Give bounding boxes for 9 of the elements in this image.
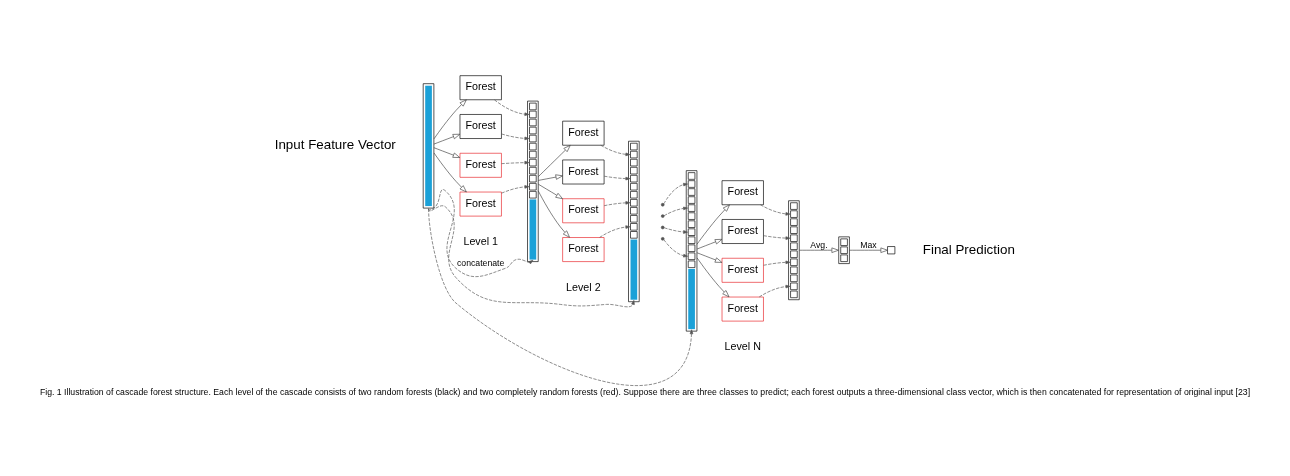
caption: Fig. 1 Illustration of cascade forest structure. Each level of the cascade consists of two random forests (black) and two completely random forests (red). Suppose there are three classes to predict; each forest outputs a three-dimensional class vector, which is then concatenated for representation of original input [23]: [39, 387, 1251, 398]
node-label: Input Feature Vector: [274, 137, 396, 153]
label: Level N: [724, 340, 761, 353]
label: Level 1: [463, 235, 498, 248]
label: Level 2: [566, 280, 601, 293]
edge-label: Max: [860, 239, 877, 250]
edge-label: Avg.: [810, 239, 828, 250]
edge-label: concatenate: [457, 257, 505, 268]
node-label: Final Prediction: [922, 241, 1015, 257]
